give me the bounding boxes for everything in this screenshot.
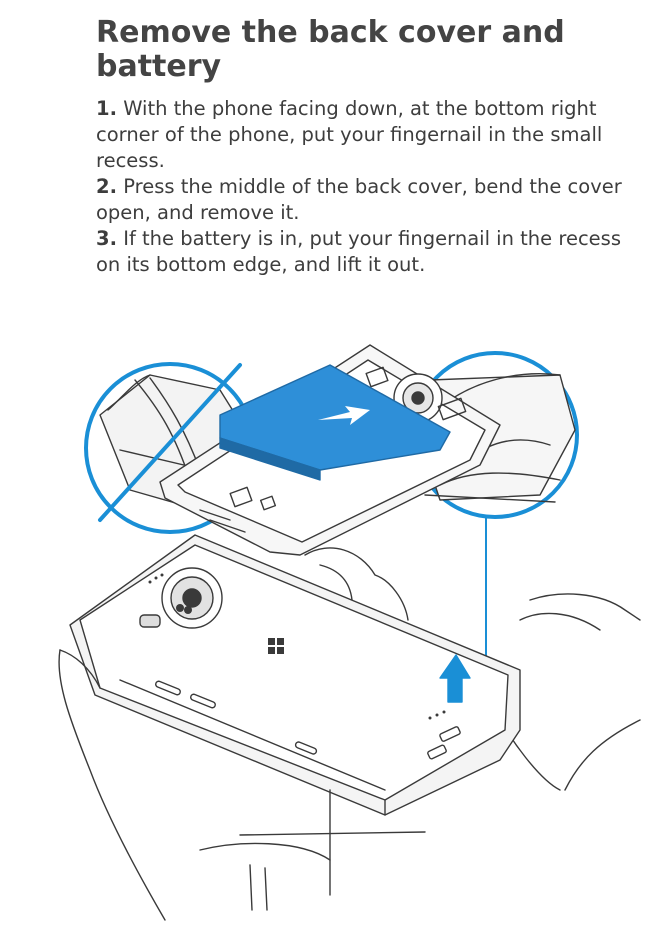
diagonal-slash — [98, 363, 242, 522]
step-number: 3. — [96, 227, 117, 250]
step-number: 1. — [96, 97, 117, 120]
step-2: 2. Press the middle of the back cover, b… — [96, 174, 636, 226]
step-number: 2. — [96, 175, 117, 198]
hand-icon — [58, 649, 641, 921]
step-3: 3. If the battery is in, put your finger… — [96, 226, 636, 278]
step-text: With the phone facing down, at the botto… — [96, 97, 603, 172]
step-1: 1. With the phone facing down, at the bo… — [96, 96, 636, 174]
hand-icon — [304, 547, 641, 791]
step-text: Press the middle of the back cover, bend… — [96, 175, 622, 224]
battery-removal-illustration — [58, 344, 641, 921]
page-title: Remove the back cover and battery — [96, 15, 565, 84]
camera-lens — [139, 567, 223, 629]
arrow-up-icon — [428, 654, 471, 720]
instruction-steps: 1. With the phone facing down, at the bo… — [96, 96, 636, 278]
step-text: If the battery is in, put your fingernai… — [96, 227, 621, 276]
arrow-left-icon — [318, 406, 370, 425]
windows-logo-icon — [268, 638, 284, 654]
battery-icon — [219, 364, 451, 481]
